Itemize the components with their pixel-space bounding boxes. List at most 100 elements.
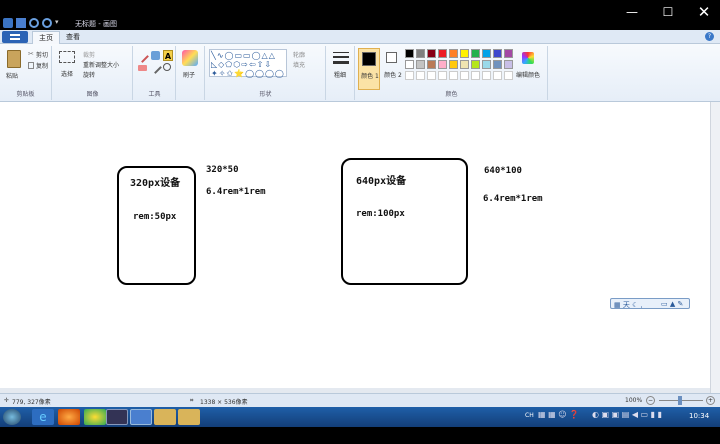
ribbon: 粘贴 ✂ 剪切 复制 剪贴板 选择 裁剪 重新调整大小 旋转 图像 A 工具 — [0, 44, 720, 102]
color1-label: 颜色 1 — [361, 73, 379, 80]
palette-swatch[interactable] — [405, 60, 414, 69]
folder-icon[interactable] — [178, 409, 200, 425]
chrome-icon[interactable] — [84, 409, 106, 425]
palette-swatch-empty[interactable] — [493, 71, 502, 80]
palette-swatch-empty[interactable] — [504, 71, 513, 80]
eraser-icon[interactable] — [138, 65, 147, 71]
size-line-thin — [333, 52, 349, 53]
vertical-scrollbar[interactable] — [710, 102, 720, 393]
palette-swatch[interactable] — [493, 60, 502, 69]
palette-swatch[interactable] — [504, 49, 513, 58]
zoom-out-button[interactable]: − — [646, 396, 655, 405]
palette-swatch[interactable] — [460, 49, 469, 58]
tab-home[interactable]: 主页 — [32, 31, 60, 44]
ie-icon[interactable]: e — [32, 409, 54, 425]
palette-swatch-empty[interactable] — [438, 71, 447, 80]
pencil-icon[interactable] — [136, 50, 149, 63]
copy-button[interactable]: 复制 — [36, 63, 49, 70]
palette-swatch-empty[interactable] — [471, 71, 480, 80]
language-indicator[interactable]: CH — [525, 412, 534, 419]
ime-tools-icon[interactable]: ▭ ▲ ✎ — [661, 300, 684, 308]
palette-swatch[interactable] — [460, 60, 469, 69]
palette-swatch[interactable] — [504, 60, 513, 69]
clipboard-group: 粘贴 ✂ 剪切 复制 剪贴板 — [0, 46, 52, 100]
help-icon[interactable]: ? — [705, 32, 714, 41]
color1-button[interactable]: 颜色 1 — [358, 48, 380, 90]
palette-swatch[interactable] — [416, 60, 425, 69]
colors-group-label: 颜色 — [445, 91, 458, 98]
text-icon[interactable]: A — [163, 50, 173, 61]
palette-swatch-empty[interactable] — [427, 71, 436, 80]
rotate-button[interactable]: 旋转 — [83, 72, 96, 79]
palette-swatch[interactable] — [471, 60, 480, 69]
customize-quick-access-icon[interactable]: ▾ — [55, 18, 59, 26]
palette-swatch[interactable] — [416, 49, 425, 58]
terminal-icon[interactable] — [106, 409, 128, 425]
firefox-icon[interactable] — [58, 409, 80, 425]
brushes-button[interactable]: 刷子 — [183, 72, 196, 79]
clock: 10:34 — [689, 412, 710, 420]
palette-swatch[interactable] — [482, 49, 491, 58]
size-button[interactable]: 粗细 — [334, 72, 347, 79]
zoom-in-button[interactable]: + — [706, 396, 715, 405]
undo-icon[interactable] — [29, 18, 39, 28]
ime-toolbar[interactable]: ▦ 天 ☾ ˌ ▭ ▲ ✎ — [610, 298, 690, 309]
paste-button[interactable]: 粘贴 — [6, 73, 19, 80]
magnifier-icon[interactable] — [163, 63, 171, 71]
save-icon[interactable] — [16, 18, 26, 28]
palette-swatch[interactable] — [449, 60, 458, 69]
device-640-title: 640px设备 — [356, 176, 407, 187]
palette-swatch-empty[interactable] — [482, 71, 491, 80]
maximize-button[interactable]: ☐ — [648, 2, 688, 22]
palette-swatch-empty[interactable] — [460, 71, 469, 80]
edit-colors-icon[interactable] — [522, 52, 534, 64]
select-button[interactable]: 选择 — [61, 71, 74, 78]
tools-group-label: 工具 — [148, 91, 161, 98]
tab-view[interactable]: 查看 — [66, 33, 80, 41]
brush-icon[interactable] — [182, 50, 198, 66]
paste-icon[interactable] — [7, 50, 21, 68]
select-icon[interactable] — [59, 51, 75, 63]
crop-button[interactable]: 裁剪 — [83, 52, 96, 59]
palette-swatch[interactable] — [493, 49, 502, 58]
resize-button[interactable]: 重新调整大小 — [83, 62, 120, 69]
palette-swatch[interactable] — [405, 49, 414, 58]
close-button[interactable]: ✕ — [684, 2, 720, 22]
palette-swatch[interactable] — [427, 49, 436, 58]
start-button[interactable] — [3, 409, 21, 425]
paint-taskbar-icon[interactable] — [130, 409, 152, 425]
tray-icons-right[interactable]: ◐ ▣ ▣ ▤ ◀ ▭ ▮ ▮ — [592, 410, 662, 419]
outline-button[interactable]: 轮廓 — [293, 52, 306, 59]
palette-swatch[interactable] — [449, 49, 458, 58]
minimize-button[interactable]: — — [612, 2, 652, 22]
palette-swatch[interactable] — [471, 49, 480, 58]
file-menu-button[interactable] — [2, 31, 28, 43]
redo-icon[interactable] — [42, 18, 52, 28]
note-640-rem: 6.4rem*1rem — [483, 194, 543, 204]
palette-swatch-empty[interactable] — [405, 71, 414, 80]
edit-colors-button[interactable]: 编辑颜色 — [516, 72, 541, 79]
size-group: 粗细 — [327, 46, 355, 100]
color-picker-icon[interactable] — [149, 61, 162, 74]
color2-label: 颜色 2 — [384, 72, 402, 79]
fill-button[interactable]: 填充 — [293, 62, 306, 69]
title-bar: ▾ 无标题 - 画图 — ☐ ✕ — [0, 0, 720, 30]
paint-app-icon[interactable] — [3, 18, 13, 28]
ime-mode-icon[interactable]: ▦ 天 ☾ ˌ — [614, 301, 643, 309]
palette-swatch-empty[interactable] — [449, 71, 458, 80]
cut-button[interactable]: 剪切 — [36, 52, 49, 59]
tray-icons[interactable]: ▦ ▦ ☺ ❓ — [538, 410, 580, 419]
palette-swatch[interactable] — [482, 60, 491, 69]
palette-swatch[interactable] — [438, 60, 447, 69]
drawing-canvas[interactable]: 320px设备 rem:50px 320*50 6.4rem*1rem 640p… — [0, 106, 708, 388]
palette-swatch[interactable] — [427, 60, 436, 69]
explorer-icon[interactable] — [154, 409, 176, 425]
canvas-workarea[interactable]: 320px设备 rem:50px 320*50 6.4rem*1rem 640p… — [0, 102, 720, 393]
zoom-slider-thumb[interactable] — [678, 396, 682, 405]
palette-swatch-empty[interactable] — [416, 71, 425, 80]
palette-swatch[interactable] — [438, 49, 447, 58]
color2-button[interactable]: 颜色 2 — [383, 48, 403, 90]
taskbar: e CH ▦ ▦ ☺ ❓ ◐ ▣ ▣ ▤ ◀ ▭ ▮ ▮ 10:34 — [0, 407, 720, 427]
fill-icon[interactable] — [151, 51, 160, 60]
shapes-gallery[interactable]: ╲∿◯▭▭◯△△◺◇⬠⬡⇨⇦⇧⇩✦✧✩⭐◯◯◯◯ — [209, 49, 287, 78]
